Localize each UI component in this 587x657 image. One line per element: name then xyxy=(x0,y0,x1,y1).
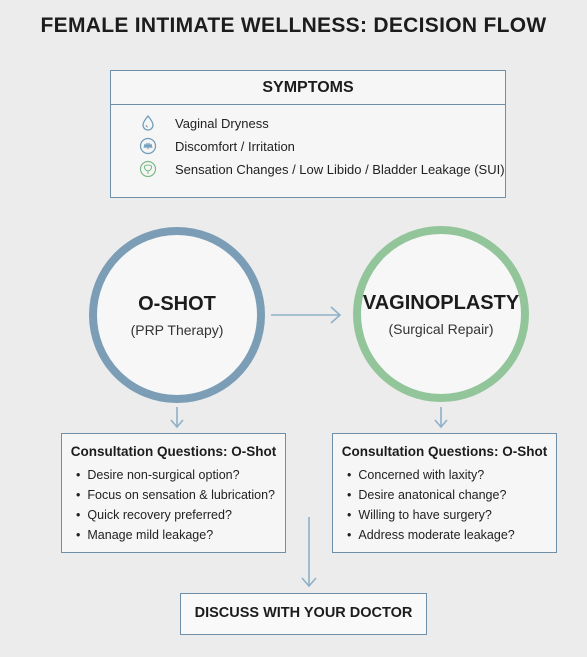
symptom-item: Sensation Changes / Low Libido / Bladder… xyxy=(139,159,505,179)
vaginoplasty-circle: VAGINOPLASTY (Surgical Repair) xyxy=(353,226,529,402)
symptoms-header: SYMPTOMS xyxy=(111,71,505,105)
symptom-item: Vaginal Dryness xyxy=(139,113,269,133)
wave-icon xyxy=(139,137,157,155)
option-subtitle: (PRP Therapy) xyxy=(130,321,224,338)
question-item: Concerned with laxity? xyxy=(347,465,556,485)
question-item: Address moderate leakage? xyxy=(347,525,556,545)
consultation-title: Consultation Questions: O-Shot xyxy=(341,444,548,459)
symptom-label: Vaginal Dryness xyxy=(175,115,269,131)
question-item: Manage mild leakage? xyxy=(76,525,285,545)
droplet-icon xyxy=(142,114,154,131)
consultation-box-left: Consultation Questions: O-Shot Desire no… xyxy=(61,433,286,553)
consultation-title: Consultation Questions: O-Shot xyxy=(70,444,277,459)
question-item: Willing to have surgery? xyxy=(347,505,556,525)
center-arrowhead xyxy=(301,577,317,588)
page-title: FEMALE INTIMATE WELLNESS: DECISION FLOW xyxy=(40,14,547,37)
question-item: Desire non-surgical option? xyxy=(76,465,285,485)
symptom-label: Sensation Changes / Low Libido / Bladder… xyxy=(175,161,505,177)
o-shot-circle: O-SHOT (PRP Therapy) xyxy=(89,227,265,403)
question-item: Focus on sensation & lubrication? xyxy=(76,485,285,505)
horizontal-arrowhead xyxy=(330,306,342,324)
option-name: O-SHOT xyxy=(138,292,216,315)
bladder-icon xyxy=(139,160,157,178)
right-arrowhead xyxy=(434,419,448,429)
symptoms-box: SYMPTOMS Vaginal Dryness Discomfort / Ir… xyxy=(110,70,506,198)
symptom-item: Discomfort / Irritation xyxy=(139,136,295,156)
option-subtitle: (Surgical Repair) xyxy=(388,320,494,337)
option-name: VAGINOPLASTY xyxy=(362,291,520,314)
question-item: Desire anatonical change? xyxy=(347,485,556,505)
left-arrowhead xyxy=(170,419,184,429)
consultation-box-right: Consultation Questions: O-Shot Concerned… xyxy=(332,433,557,553)
symptom-label: Discomfort / Irritation xyxy=(175,138,295,154)
discuss-with-doctor-box: DISCUSS WITH YOUR DOCTOR xyxy=(180,593,427,635)
question-item: Quick recovery preferred? xyxy=(76,505,285,525)
